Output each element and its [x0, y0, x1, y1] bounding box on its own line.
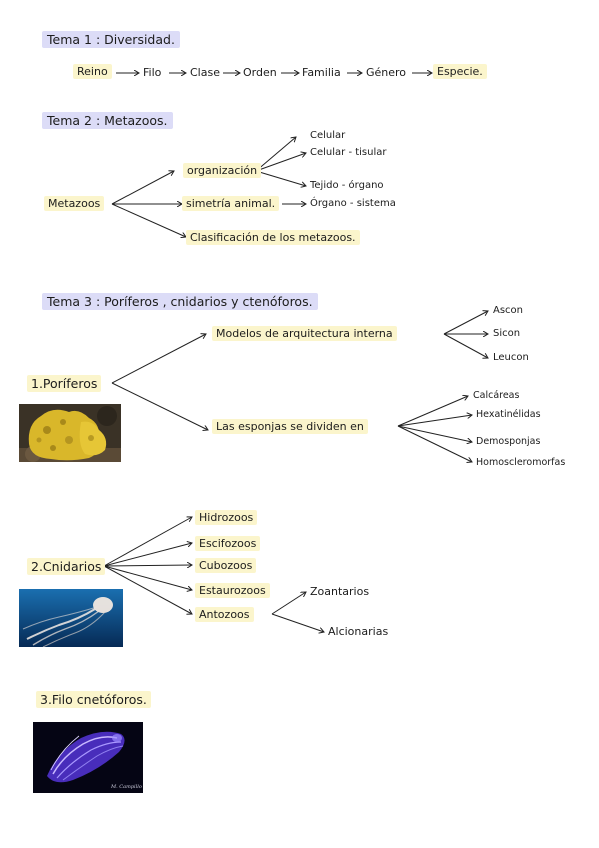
chain-filo: Filo	[143, 66, 162, 79]
chain-especie: Especie.	[433, 64, 487, 79]
org-celular-tisular: Celular - tisular	[310, 147, 387, 158]
cnidario-cubozoos: Cubozoos	[195, 558, 257, 573]
modelo-sicon: Sicon	[493, 328, 521, 339]
org-organo-sistema: Órgano - sistema	[310, 198, 396, 209]
chain-clase: Clase	[190, 66, 220, 79]
tema1-title: Tema 1 : Diversidad.	[42, 31, 180, 48]
tema3-title: Tema 3 : Poríferos , cnidarios y ctenófo…	[42, 293, 318, 310]
branch-simetria: simetría animal.	[182, 196, 280, 211]
chain-genero: Género	[366, 66, 407, 79]
esponja-homoscleromorfas: Homoscleromorfas	[476, 457, 566, 468]
cnidario-antozoos: Antozoos	[195, 607, 254, 622]
tema2-title: Tema 2 : Metazoos.	[42, 112, 173, 129]
branch-modelos: Modelos de arquitectura interna	[212, 326, 397, 341]
poriferos-label: 1.Poríferos	[27, 375, 102, 392]
esponja-hexatinelidas: Hexatinélidas	[476, 409, 541, 420]
ctenophore-photo: M. Campillo	[33, 722, 143, 793]
esponja-calcareas: Calcáreas	[473, 390, 520, 401]
cnidario-escifozoos: Escifozoos	[195, 536, 261, 551]
chain-reino: Reino	[73, 64, 112, 79]
org-celular: Celular	[310, 130, 346, 141]
branch-clasificacion: Clasificación de los metazoos.	[186, 230, 360, 245]
antozoo-alcionarias: Alcionarias	[328, 625, 389, 638]
branch-esponjas: Las esponjas se dividen en	[212, 419, 368, 434]
branch-organizacion: organización	[183, 163, 262, 178]
chain-familia: Familia	[302, 66, 341, 79]
photo-caption: M. Campillo	[111, 784, 142, 790]
cnidario-estaurozoos: Estaurozoos	[195, 583, 270, 598]
chain-orden: Orden	[243, 66, 277, 79]
ctenoforos-label: 3.Filo cnetóforos.	[36, 691, 151, 708]
metazoos-root: Metazoos	[44, 196, 105, 211]
jellyfish-photo	[19, 589, 123, 647]
sponge-photo	[19, 404, 121, 462]
org-tejido-organo: Tejido - órgano	[310, 180, 384, 191]
antozoo-zoantarios: Zoantarios	[310, 585, 370, 598]
modelo-leucon: Leucon	[493, 352, 529, 363]
modelo-ascon: Ascon	[493, 305, 524, 316]
cnidarios-label: 2.Cnidarios	[27, 558, 106, 575]
esponja-demosponjas: Demosponjas	[476, 436, 541, 447]
cnidario-hidrozoos: Hidrozoos	[195, 510, 258, 525]
